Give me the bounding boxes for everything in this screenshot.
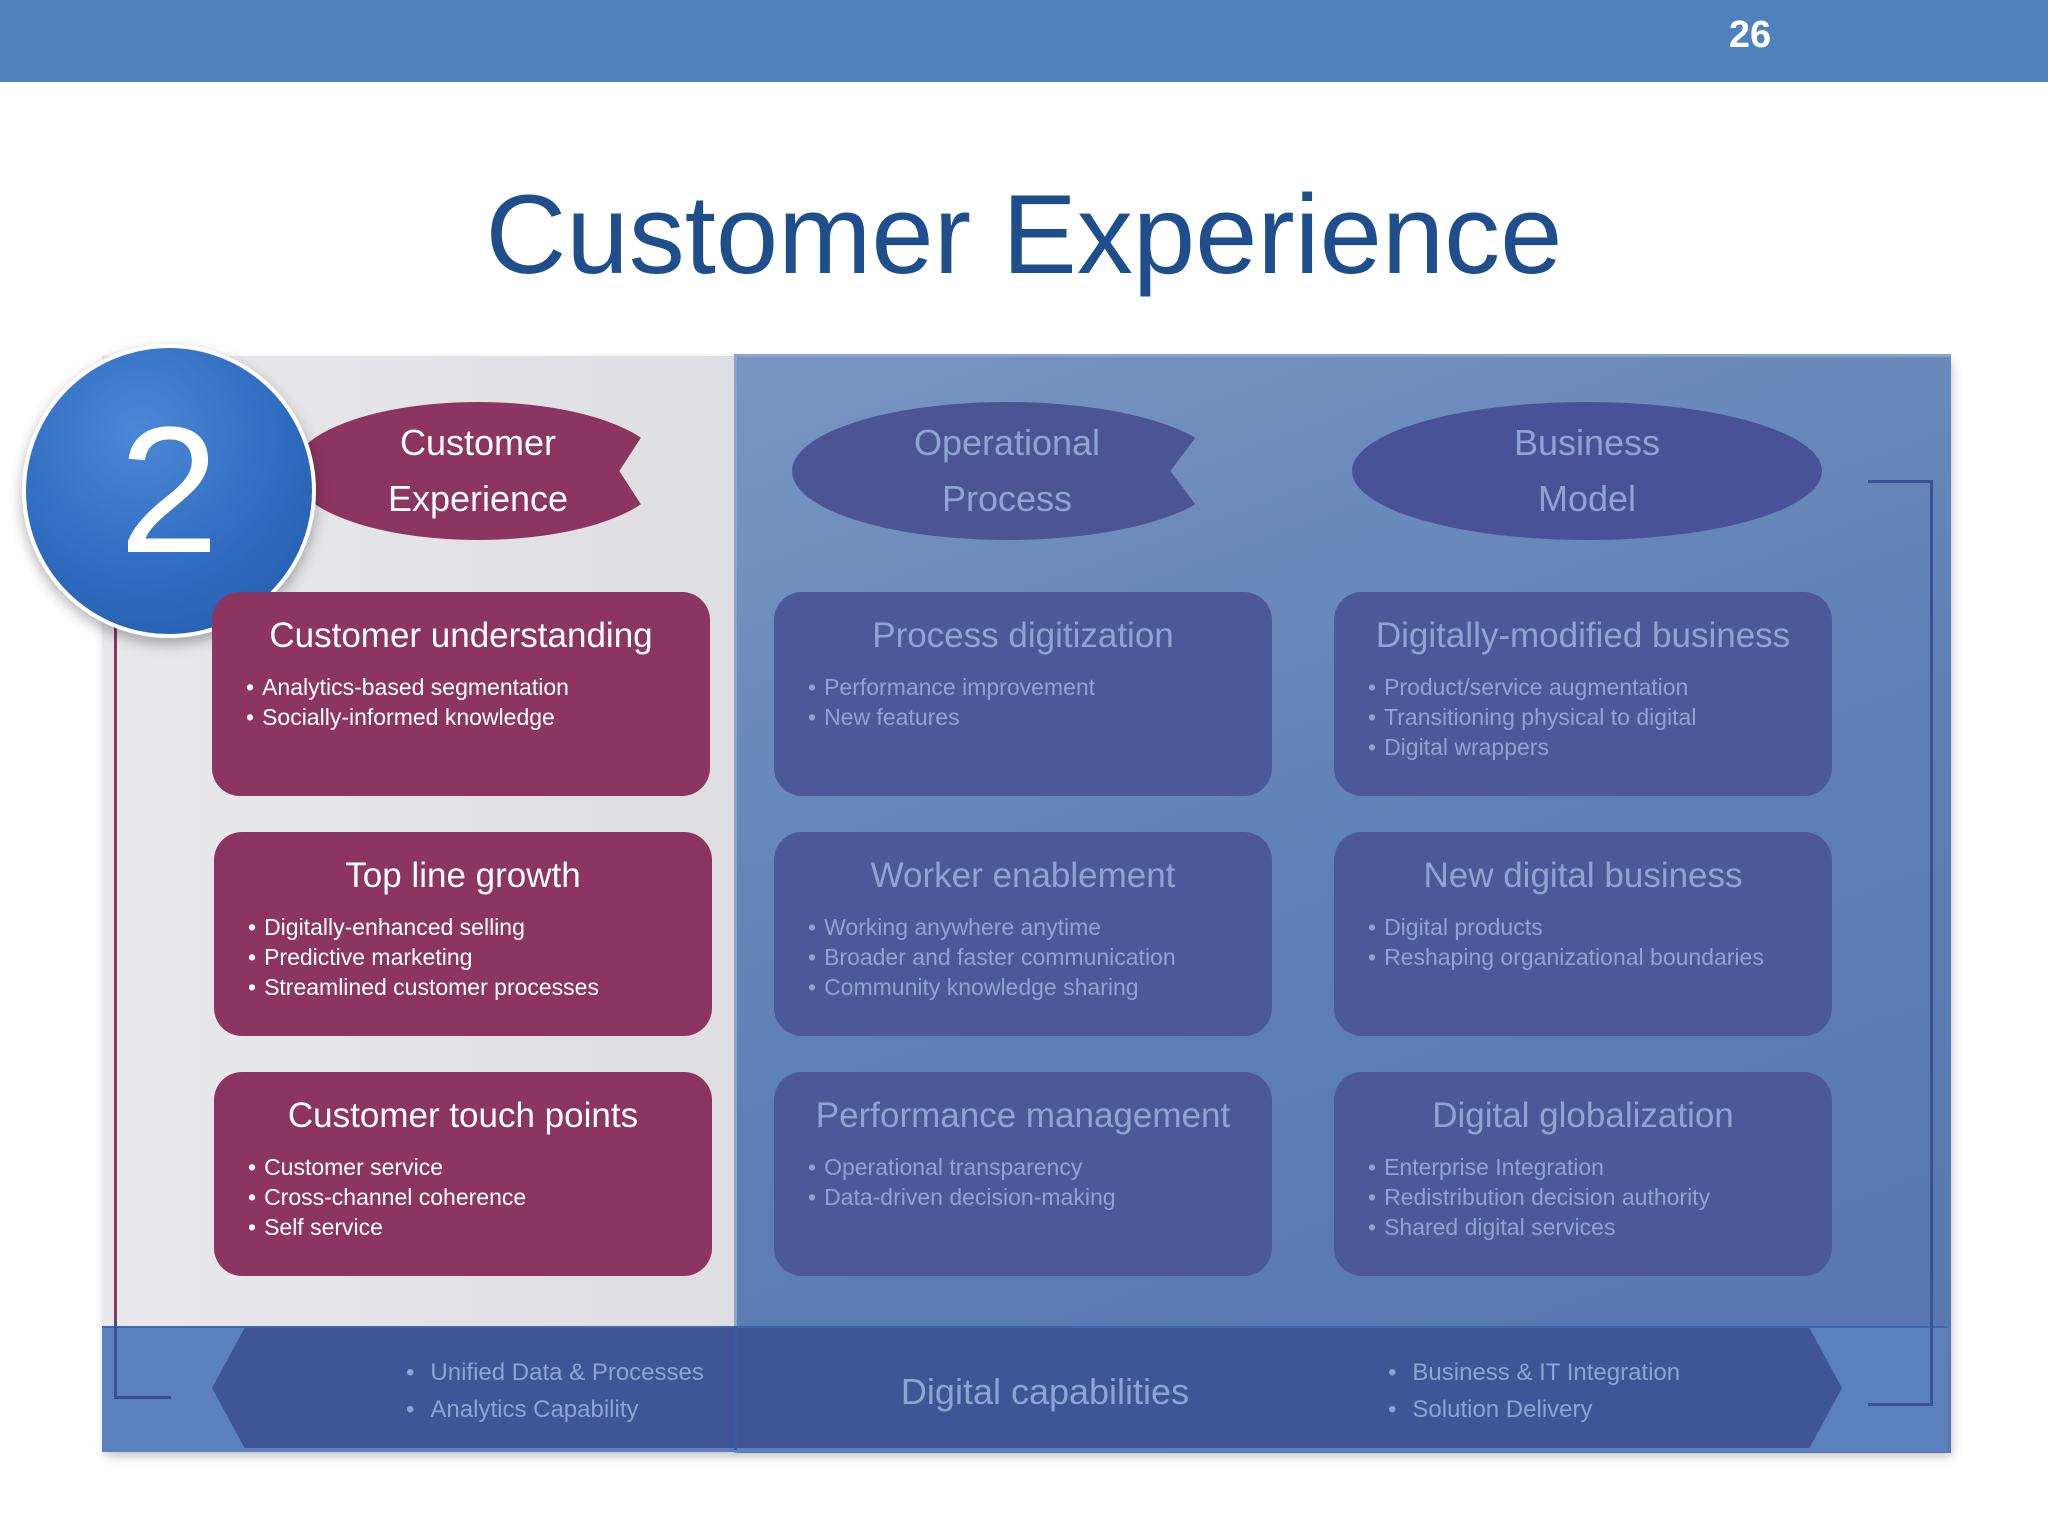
card-bullet: Digitally-enhanced selling (248, 912, 712, 942)
column-header-line: Business (1513, 422, 1661, 463)
card-title: Top line growth (345, 856, 581, 895)
column-header-operational-process: Operational Process (792, 402, 1222, 540)
card-worker-enablement: Worker enablement Working anywhere anyti… (774, 832, 1272, 1036)
card-performance-management: Performance management Operational trans… (774, 1072, 1272, 1276)
slide-title: Customer Experience (485, 172, 1563, 297)
capabilities-right-list: Business & IT Integration Solution Deliv… (1388, 1354, 1680, 1428)
card-bullet: Analytics-based segmentation (246, 672, 710, 702)
card-bullet-list: Operational transparency Data-driven dec… (774, 1152, 1272, 1212)
card-bullet: Community knowledge sharing (808, 972, 1272, 1002)
card-bullet: Self service (248, 1212, 712, 1242)
card-top-line-growth: Top line growth Digitally-enhanced selli… (214, 832, 712, 1036)
card-bullet-list: Digital products Reshaping organizationa… (1334, 912, 1832, 972)
band-divider (734, 1326, 737, 1450)
column-header-business-model: Business Model (1352, 402, 1822, 540)
column-header-line: Experience (387, 478, 569, 519)
card-title: Customer touch points (287, 1096, 639, 1135)
card-bullet: Digital wrappers (1368, 732, 1832, 762)
card-bullet: New features (808, 702, 1272, 732)
card-bullet: Cross-channel coherence (248, 1182, 712, 1212)
capability-item: Business & IT Integration (1388, 1354, 1680, 1391)
card-customer-understanding: Customer understanding Analytics-based s… (212, 592, 710, 796)
card-bullet: Enterprise Integration (1368, 1152, 1832, 1182)
capability-item: Solution Delivery (1388, 1391, 1680, 1428)
card-bullet-list: Product/service augmentation Transitioni… (1334, 672, 1832, 762)
card-title: Customer understanding (269, 616, 653, 655)
column-header-line: Model (1537, 478, 1637, 519)
card-title: Digitally-modified business (1375, 616, 1791, 655)
column-header-line: Process (941, 478, 1073, 519)
card-bullet-list: Enterprise Integration Redistribution de… (1334, 1152, 1832, 1242)
card-bullet: Customer service (248, 1152, 712, 1182)
card-bullet-list: Analytics-based segmentation Socially-in… (212, 672, 710, 732)
card-customer-touch-points: Customer touch points Customer service C… (214, 1072, 712, 1276)
page-number: 26 (1728, 14, 1772, 56)
left-divider-line (114, 620, 117, 1320)
card-bullet: Operational transparency (808, 1152, 1272, 1182)
card-title: Process digitization (872, 616, 1174, 655)
card-bullet: Working anywhere anytime (808, 912, 1272, 942)
digital-capabilities-label: Digital capabilities (900, 1371, 1190, 1412)
card-title: Digital globalization (1432, 1096, 1734, 1135)
card-bullet: Transitioning physical to digital (1368, 702, 1832, 732)
capabilities-left-list: Unified Data & Processes Analytics Capab… (406, 1354, 704, 1428)
card-bullet: Socially-informed knowledge (246, 702, 710, 732)
card-bullet-list: Working anywhere anytime Broader and fas… (774, 912, 1272, 1002)
column-header-line: Customer (399, 422, 557, 463)
card-bullet: Redistribution decision authority (1368, 1182, 1832, 1212)
card-bullet: Digital products (1368, 912, 1832, 942)
card-bullet-list: Performance improvement New features (774, 672, 1272, 732)
card-bullet: Streamlined customer processes (248, 972, 712, 1002)
card-digitally-modified-business: Digitally-modified business Product/serv… (1334, 592, 1832, 796)
card-bullet: Predictive marketing (248, 942, 712, 972)
card-bullet: Shared digital services (1368, 1212, 1832, 1242)
card-new-digital-business: New digital business Digital products Re… (1334, 832, 1832, 1036)
header-bar: 26 (0, 0, 2048, 82)
card-title: Worker enablement (870, 856, 1176, 895)
card-bullet: Performance improvement (808, 672, 1272, 702)
card-bullet: Reshaping organizational boundaries (1368, 942, 1832, 972)
card-process-digitization: Process digitization Performance improve… (774, 592, 1272, 796)
capability-item: Analytics Capability (406, 1391, 704, 1428)
capability-item: Unified Data & Processes (406, 1354, 703, 1391)
column-header-line: Operational (913, 422, 1101, 463)
left-bracket (114, 1320, 171, 1399)
column-header-customer-experience: Customer Experience (292, 402, 664, 540)
card-bullet: Broader and faster communication (808, 942, 1272, 972)
card-bullet-list: Customer service Cross-channel coherence… (214, 1152, 712, 1242)
card-bullet: Product/service augmentation (1368, 672, 1832, 702)
section-number-badge: 2 (22, 344, 316, 638)
right-bracket (1868, 480, 1933, 1406)
card-bullet-list: Digitally-enhanced selling Predictive ma… (214, 912, 712, 1002)
card-title: New digital business (1423, 856, 1743, 895)
card-digital-globalization: Digital globalization Enterprise Integra… (1334, 1072, 1832, 1276)
card-title: Performance management (815, 1096, 1231, 1135)
card-bullet: Data-driven decision-making (808, 1182, 1272, 1212)
